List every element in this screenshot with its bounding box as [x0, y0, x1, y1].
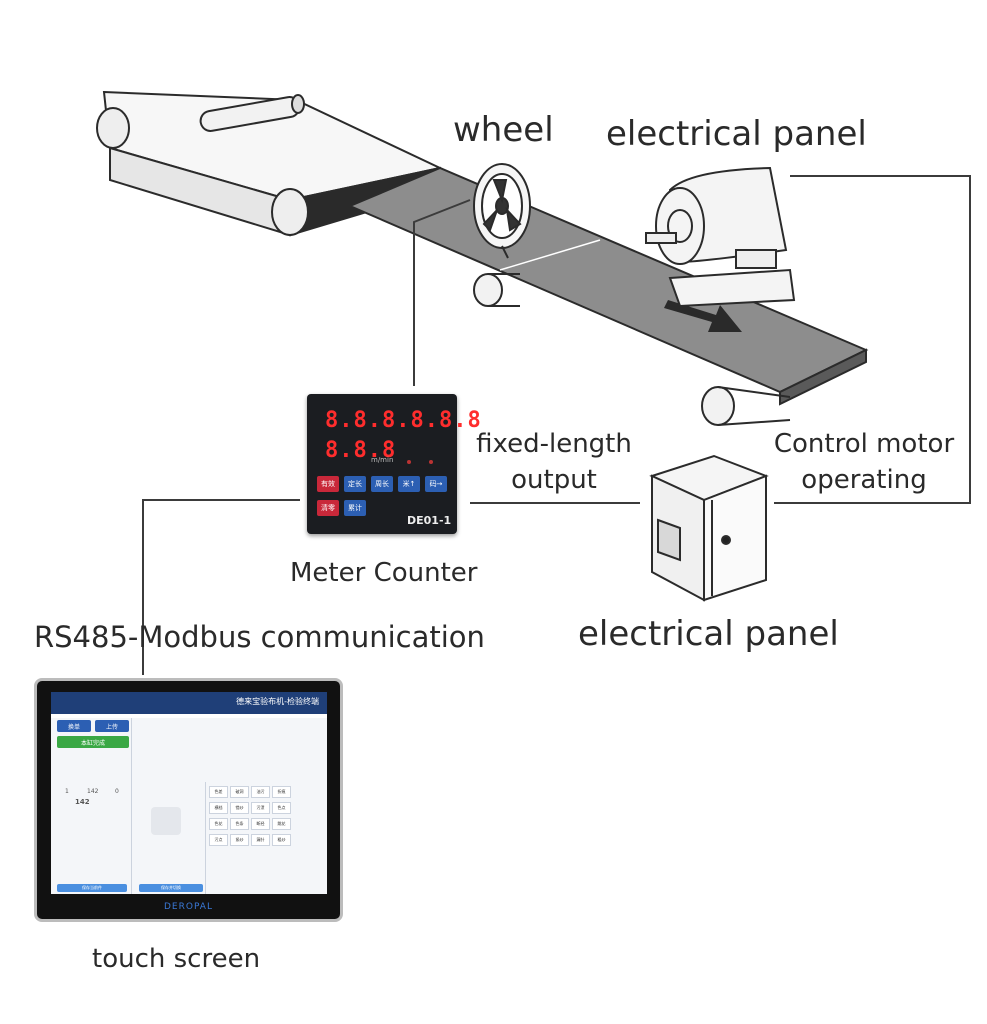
grid-cell[interactable]: 色点: [272, 802, 291, 814]
meter-counter-device: 8.8.8.8.8.8 8.8.8 m/min 有效 定长 周长 米↑ 码→ 清…: [307, 394, 481, 534]
meter-counter-label: Meter Counter: [290, 558, 478, 588]
grid-cell[interactable]: 横档: [209, 802, 228, 814]
meter-led-1: [407, 460, 411, 464]
grid-cell[interactable]: 断经: [251, 818, 270, 830]
tablet-done-button[interactable]: 本缸完成: [57, 736, 129, 748]
lower-rollers: [473, 273, 791, 426]
meter-btn-fixed[interactable]: 定长: [344, 476, 366, 492]
control-line1: Control motor: [773, 429, 955, 459]
grid-cell[interactable]: 污渍: [251, 802, 270, 814]
direction-arrow: [664, 300, 742, 332]
meter-btn-total[interactable]: 累计: [344, 500, 366, 516]
electrical-panel-cabinet: [649, 454, 769, 602]
tablet-upload-button[interactable]: 上传: [95, 720, 129, 732]
wheel-label: wheel: [453, 110, 554, 150]
grid-cell[interactable]: 错纱: [230, 802, 249, 814]
measuring-wheel: [473, 163, 531, 259]
touch-screen-device: 德来宝验布机-检验终端 换单 上传 本缸完成 1 142 0 142 色差 破洞…: [34, 678, 343, 922]
meter-btn-clear[interactable]: 清零: [317, 500, 339, 516]
fixed-length-output-label: fixed-length output: [466, 426, 642, 498]
meter-btn-yard[interactable]: 码→: [425, 476, 447, 492]
grid-cell[interactable]: 粗纱: [272, 834, 291, 846]
touch-screen-label: touch screen: [92, 944, 261, 974]
connection-lines: [142, 175, 971, 675]
tablet-count-2: 142: [87, 788, 99, 795]
wheel-to-meter-line: [413, 199, 471, 386]
grid-cell[interactable]: 色差: [209, 786, 228, 798]
electrical-panel-top-label: electrical panel: [606, 114, 867, 154]
grid-cell[interactable]: 污点: [209, 834, 228, 846]
meter-display-bottom: 8.8.8: [325, 438, 397, 463]
tablet-big-value: 142: [75, 798, 90, 806]
meter-display-top: 8.8.8.8.8.8: [325, 408, 482, 433]
tablet-screen: 德来宝验布机-检验终端 换单 上传 本缸完成 1 142 0 142 色差 破洞…: [51, 692, 327, 894]
tablet-change-button[interactable]: 换单: [57, 720, 91, 732]
electrical-panel-bottom-label: electrical panel: [578, 614, 839, 654]
meter-btn-valid[interactable]: 有效: [317, 476, 339, 492]
tablet-header: 德来宝验布机-检验终端: [51, 692, 327, 714]
control-line2: operating: [801, 465, 927, 495]
grid-cell[interactable]: 色花: [209, 818, 228, 830]
meter-to-touchscreen-line: [142, 499, 300, 675]
meter-btn-perim[interactable]: 周长: [371, 476, 393, 492]
meter-model: DE01-1: [407, 514, 452, 527]
grid-cell[interactable]: 紧纱: [230, 834, 249, 846]
fixed-length-line2: output: [511, 465, 597, 495]
tablet-title: 德来宝验布机-检验终端: [236, 697, 319, 706]
tablet-brand: DEROPAL: [164, 902, 213, 912]
grid-cell[interactable]: 油污: [251, 786, 270, 798]
tablet-count-3: 0: [115, 788, 119, 795]
grid-cell[interactable]: 跳花: [272, 818, 291, 830]
grid-cell[interactable]: 破洞: [230, 786, 249, 798]
meter-led-2: [429, 460, 433, 464]
fixed-length-line1: fixed-length: [476, 429, 632, 459]
tablet-switch-button[interactable]: 保存并切换: [139, 884, 203, 892]
grid-cell[interactable]: 漏针: [251, 834, 270, 846]
tablet-save-button[interactable]: 保存当前件: [57, 884, 127, 892]
motor-to-panel-line: [774, 175, 971, 504]
tablet-count-1: 1: [65, 788, 69, 795]
meter-btn-meter[interactable]: 米↑: [398, 476, 420, 492]
grid-cell[interactable]: 色条: [230, 818, 249, 830]
control-motor-label: Control motor operating: [762, 426, 966, 498]
grid-cell[interactable]: 折痕: [272, 786, 291, 798]
motor: [645, 166, 796, 308]
rs485-label: RS485-Modbus communication: [34, 620, 485, 654]
meter-unit: m/min: [371, 456, 394, 464]
